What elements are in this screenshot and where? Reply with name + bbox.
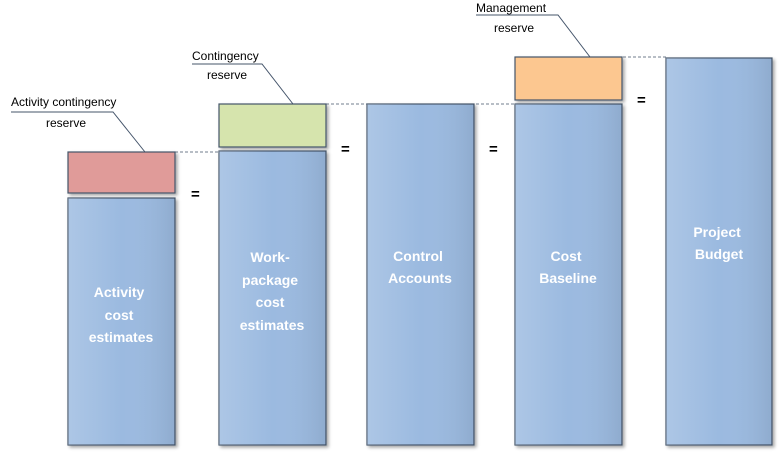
control-accounts-bar-shine [367,104,474,445]
equals-sign-4: = [637,92,646,109]
cost-baseline-bar-shine [515,104,622,445]
management-reserve-label: Management reserve [476,1,549,35]
activity-cost-estimates-label: Activity cost estimates [89,284,154,345]
project-budget-label: Project Budget [693,224,744,262]
contingency-callout-leader [192,63,294,105]
project-budget-bar-shine [666,58,772,445]
equals-sign-3: = [489,141,498,158]
control-accounts-label: Control Accounts [388,248,452,286]
equals-sign-1: = [191,186,200,203]
activity-contingency-callout-leader [11,111,146,153]
contingency-reserve-box [218,103,327,148]
activity-contingency-reserve-box [67,151,176,194]
work-package-cost-estimates-label: Work- package cost estimates [240,249,305,333]
activity-contingency-reserve-label: Activity contingency reserve [11,95,120,130]
management-reserve-box [514,56,623,101]
equals-sign-2: = [341,141,350,158]
cost-baseline-label: Cost Baseline [539,248,597,286]
activity-cost-estimates-bar-shine [68,198,175,445]
contingency-reserve-label: Contingency reserve [192,49,262,82]
management-callout-leader [476,14,591,58]
work-package-bar-shine [219,151,326,445]
